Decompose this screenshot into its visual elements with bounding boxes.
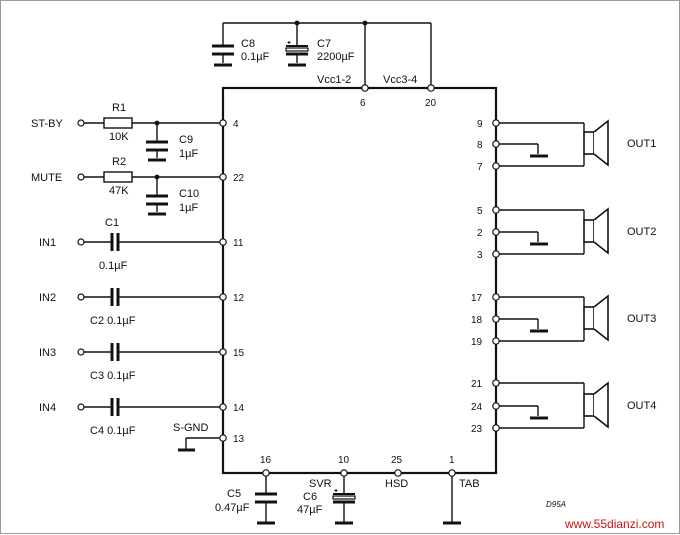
pin3-number: 3 <box>477 250 483 261</box>
mute-label: MUTE <box>31 172 62 184</box>
c6-label: C6 <box>303 491 317 503</box>
tab-label: TAB <box>459 478 480 490</box>
r2-value: 47K <box>109 185 129 197</box>
ic-body <box>221 86 498 475</box>
out3-label: OUT3 <box>627 313 656 325</box>
pin5-number: 5 <box>477 206 483 217</box>
pin24-number: 24 <box>471 402 483 413</box>
control-inputs <box>77 117 227 216</box>
watermark-text: www.55dianzi.com <box>564 517 664 531</box>
pin23-number: 23 <box>471 424 483 435</box>
pin14-number: 14 <box>233 403 245 414</box>
pin4-number: 4 <box>233 119 239 130</box>
pin12-number: 12 <box>233 293 245 304</box>
pin7-number: 7 <box>477 162 483 173</box>
pin17-number: 17 <box>471 293 483 304</box>
pin18-number: 18 <box>471 315 483 326</box>
in2-label: IN2 <box>39 292 56 304</box>
pin20-number: 20 <box>425 98 437 109</box>
pin10-number: 10 <box>338 455 350 466</box>
c3-label: C3 0.1µF <box>90 370 136 382</box>
svr-label: SVR <box>309 478 332 490</box>
pin9-number: 9 <box>477 119 483 130</box>
c2-label: C2 0.1µF <box>90 315 136 327</box>
r2-label: R2 <box>112 156 126 168</box>
pin11-number: 11 <box>233 238 244 249</box>
c8-label: C8 <box>241 38 255 50</box>
c10-label: C10 <box>179 188 199 200</box>
pin2-number: 2 <box>477 228 483 239</box>
pin22-number: 22 <box>233 173 245 184</box>
pin8-number: 8 <box>477 140 483 151</box>
c8-value: 0.1µF <box>241 51 270 63</box>
supply-network <box>210 20 432 88</box>
c5-value: 0.47µF <box>215 502 250 514</box>
pin20-terminal <box>427 84 435 92</box>
c9-value: 1µF <box>179 148 198 160</box>
vcc34-label: Vcc3-4 <box>383 74 417 86</box>
pin1-number: 1 <box>449 455 455 466</box>
r1-label: R1 <box>112 102 126 114</box>
out1-label: OUT1 <box>627 138 656 150</box>
out4-label: OUT4 <box>627 400 656 412</box>
pin21-number: 21 <box>471 379 483 390</box>
c7-label: C7 <box>317 38 331 50</box>
bottom-network <box>253 469 461 525</box>
pin6-number: 6 <box>360 98 366 109</box>
pin19-number: 19 <box>471 337 483 348</box>
pin13-number: 13 <box>233 434 245 445</box>
audio-input-network <box>77 231 227 418</box>
stby-label: ST-BY <box>31 118 63 130</box>
c10-value: 1µF <box>179 202 198 214</box>
c7-value: 2200µF <box>317 51 355 63</box>
c6-value: 47µF <box>297 504 323 516</box>
in1-label: IN1 <box>39 237 56 249</box>
sgnd-label: S-GND <box>173 422 209 434</box>
pin25-number: 25 <box>391 455 403 466</box>
sgnd-network <box>178 434 227 452</box>
r1-value: 10K <box>109 131 129 143</box>
c1-value: 0.1µF <box>99 260 128 272</box>
c1-label: C1 <box>105 217 119 229</box>
c5-label: C5 <box>227 488 241 500</box>
pin16-number: 16 <box>260 455 272 466</box>
output-network <box>492 119 609 432</box>
pin15-number: 15 <box>233 348 245 359</box>
c9-label: C9 <box>179 134 193 146</box>
out2-label: OUT2 <box>627 226 656 238</box>
figure-code: D95A <box>546 500 566 509</box>
in3-label: IN3 <box>39 347 56 359</box>
vcc12-label: Vcc1-2 <box>317 74 351 86</box>
c4-label: C4 0.1µF <box>90 425 136 437</box>
hsd-label: HSD <box>385 478 408 490</box>
in4-label: IN4 <box>39 402 56 414</box>
pin6-terminal <box>361 84 369 92</box>
